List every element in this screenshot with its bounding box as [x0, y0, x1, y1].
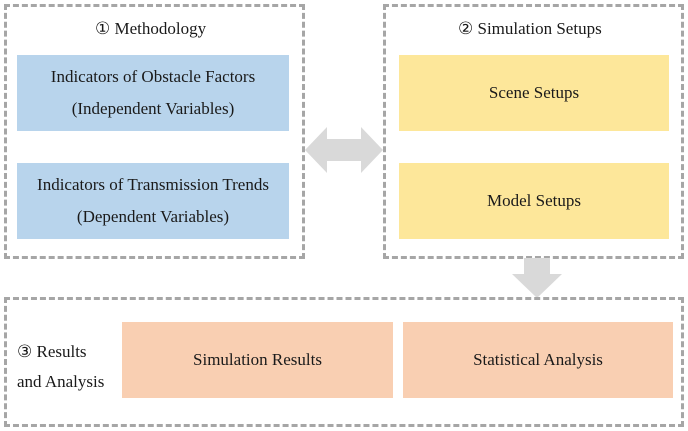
methodology-title: ① Methodology [95, 19, 207, 38]
simulation-title: ② Simulation Setups [458, 19, 602, 38]
statistical-analysis-box: Statistical Analysis [403, 322, 673, 398]
statistical-analysis-label: Statistical Analysis [473, 350, 603, 369]
results-title: ③ Results and Analysis [17, 337, 104, 397]
simulation-panel [383, 4, 684, 259]
methodology-panel [4, 4, 305, 259]
transmission-trends-label: Indicators of Transmission Trends [37, 175, 269, 194]
scene-setups-label: Scene Setups [488, 83, 580, 102]
obstacle-factors-label: Indicators of Obstacle Factors [50, 67, 256, 86]
simulation-results-label: Simulation Results [193, 350, 322, 369]
obstacle-factors-box: Indicators of Obstacle Factors (Independ… [17, 55, 289, 131]
transmission-trends-box: Indicators of Transmission Trends (Depen… [17, 163, 289, 239]
down-arrow-icon [512, 258, 562, 298]
results-title-line1: ③ Results [17, 342, 87, 361]
model-setups-label: Model Setups [487, 191, 581, 210]
obstacle-factors-sublabel: (Independent Variables) [71, 99, 235, 118]
results-title-line2: and Analysis [17, 372, 105, 391]
scene-setups-box: Scene Setups [399, 55, 669, 131]
results-panel [4, 297, 684, 427]
transmission-trends-sublabel: (Dependent Variables) [76, 207, 230, 226]
simulation-results-box: Simulation Results [122, 322, 393, 398]
model-setups-box: Model Setups [399, 163, 669, 239]
double-arrow-icon [305, 127, 383, 173]
